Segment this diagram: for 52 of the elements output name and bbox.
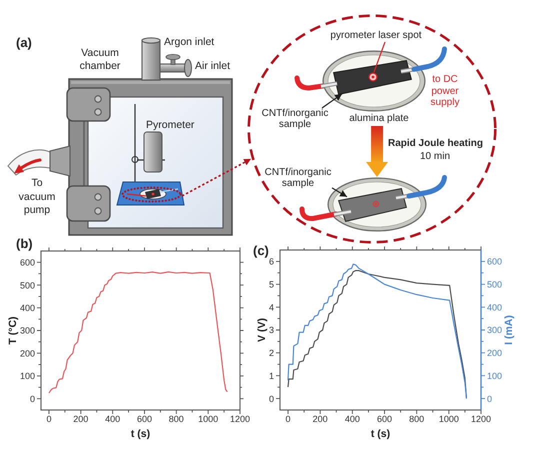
tick-label: 5 (268, 279, 274, 290)
part-label: Pyrometer (146, 119, 194, 131)
panel-label: (c) (253, 244, 269, 258)
tick-label: 1000 (198, 414, 218, 424)
part-label: To vacuum pump (18, 177, 56, 218)
part-label: Argon inlet (164, 36, 214, 48)
tick-label: 0 (268, 394, 274, 404)
tick-label: 500 (20, 280, 35, 290)
tick-label: 100 (20, 371, 35, 382)
annotation-label: to DC power supply (430, 74, 460, 108)
tick-label: 3 (268, 325, 274, 336)
tick-label: 1200 (470, 414, 492, 424)
tick-label: 0 (30, 394, 35, 404)
tick-label: 2 (268, 348, 274, 358)
tick-label: 400 (20, 302, 35, 313)
axis-title: I (mA) (503, 315, 515, 345)
tick-label: 600 (136, 414, 152, 424)
panel-label: (a) (16, 36, 32, 50)
panel-label: (b) (16, 237, 33, 251)
tick-label: 1200 (230, 414, 250, 424)
tick-label: 800 (409, 414, 424, 424)
axis-title: t (s) (370, 428, 390, 440)
axis-title: V (V) (256, 318, 268, 342)
tick-label: 0 (286, 414, 291, 424)
tick-label: 800 (168, 414, 184, 424)
tick-label: 400 (105, 414, 120, 424)
part-label: Vacuum chamber (78, 47, 122, 73)
part-label: Air inlet (195, 60, 230, 72)
tick-label: 500 (487, 279, 502, 290)
process-label: Rapid Joule heating (388, 138, 484, 150)
tick-label: 1 (268, 370, 274, 381)
axis-title: T (°C) (7, 316, 19, 345)
tick-label: 300 (20, 326, 35, 336)
tick-label: 1000 (438, 414, 459, 424)
tick-label: 400 (344, 414, 360, 424)
plate-label: alumina plate (348, 113, 410, 125)
tick-label: 100 (487, 370, 502, 381)
tick-label: 200 (312, 414, 328, 424)
tick-label: 400 (487, 302, 502, 312)
tick-label: 6 (268, 256, 274, 267)
tick-label: 600 (377, 414, 392, 424)
tick-label: 200 (487, 348, 502, 358)
duration-label: 10 min (420, 151, 450, 163)
tick-label: 200 (20, 348, 35, 358)
tick-label: 200 (73, 414, 88, 424)
tick-label: 4 (268, 302, 274, 312)
tick-label: 600 (487, 256, 502, 267)
tick-label: 0 (487, 394, 492, 404)
tick-label: 300 (487, 325, 502, 336)
tick-label: 600 (20, 258, 35, 268)
tick-label: 0 (46, 414, 52, 424)
axis-title: t (s) (130, 428, 150, 440)
